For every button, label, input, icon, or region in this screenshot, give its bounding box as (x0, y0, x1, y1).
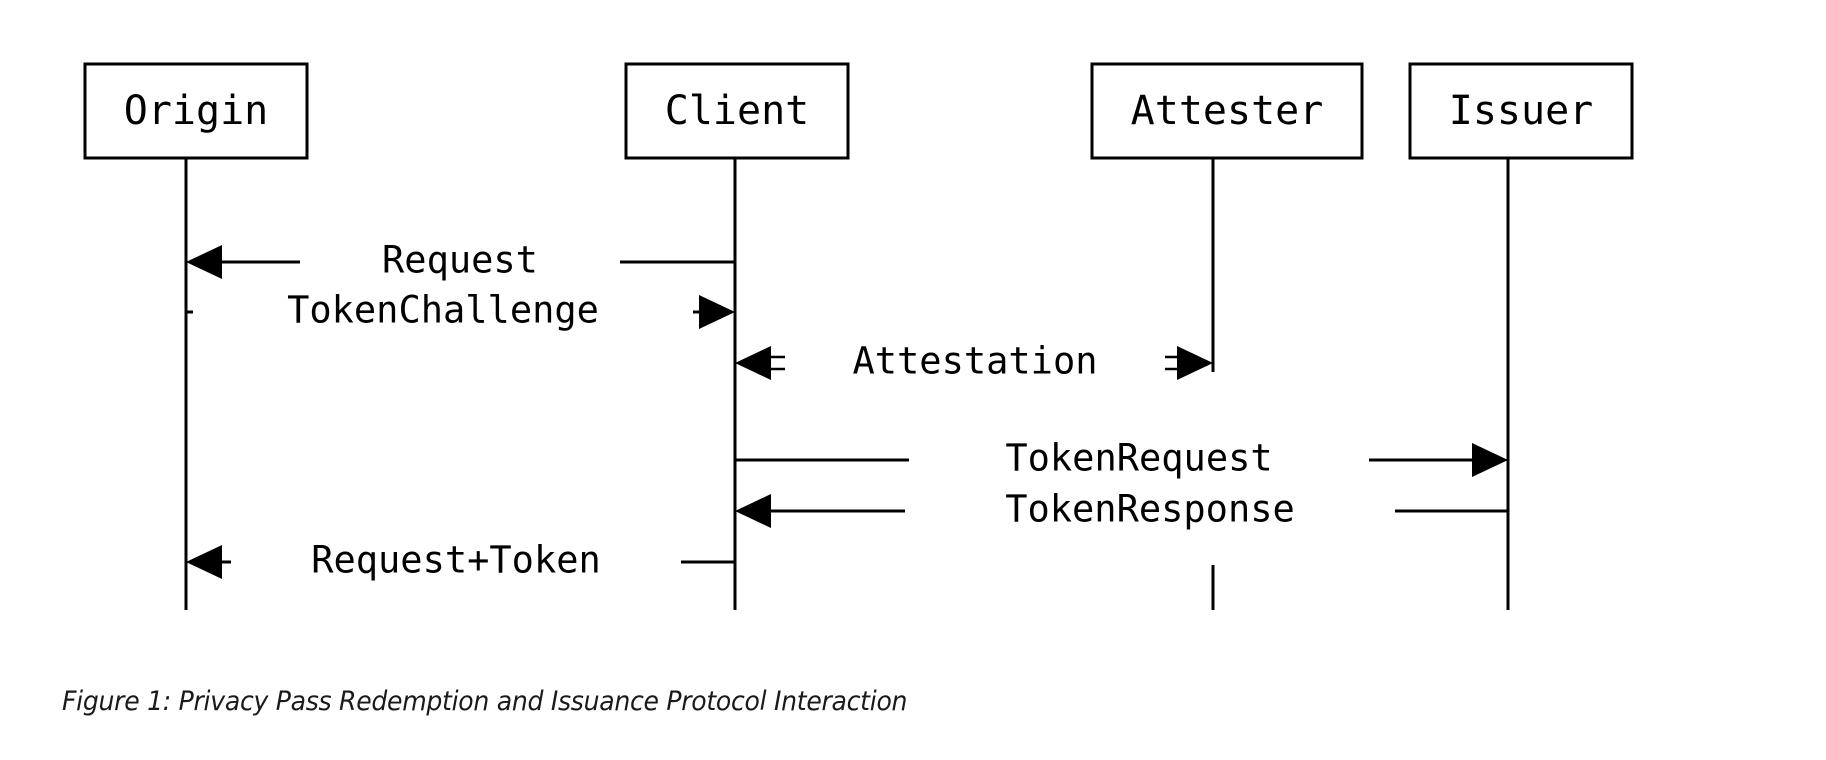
actor-label-client: Client (665, 88, 810, 134)
message-request-token[interactable]: Request+Token (186, 539, 735, 582)
figure-caption: Figure 1: Privacy Pass Redemption and Is… (62, 686, 908, 717)
actor-box-origin[interactable]: Origin (83, 62, 309, 160)
message-token-challenge[interactable]: TokenChallenge (186, 289, 735, 332)
actor-box-rect-attester (1090, 62, 1364, 160)
message-label-token-response: TokenResponse (1005, 488, 1295, 531)
message-token-response[interactable]: TokenResponse (735, 488, 1508, 531)
actor-label-attester: Attester (1131, 88, 1324, 134)
actor-box-issuer[interactable]: Issuer (1408, 62, 1634, 160)
message-request[interactable]: Request (186, 239, 735, 282)
actor-label-issuer: Issuer (1449, 88, 1594, 134)
lifelines-layer (184, 158, 1510, 610)
actor-box-rect-origin (83, 62, 309, 160)
actors-layer: Origin Client Attester Issuer (83, 62, 1634, 160)
message-label-request: Request (382, 239, 538, 282)
sequence-diagram: RequestTokenChallengeAttestationTokenReq… (83, 62, 1634, 610)
actor-label-origin: Origin (124, 88, 269, 134)
message-label-token-challenge: TokenChallenge (287, 289, 599, 332)
actor-box-client[interactable]: Client (624, 62, 850, 160)
actor-box-rect-issuer (1408, 62, 1634, 160)
messages-layer: RequestTokenChallengeAttestationTokenReq… (186, 239, 1508, 582)
actor-box-rect-client (624, 62, 850, 160)
message-label-request-token: Request+Token (311, 539, 601, 582)
message-attestation[interactable]: Attestation (735, 340, 1213, 383)
actor-box-attester[interactable]: Attester (1090, 62, 1364, 160)
message-token-request[interactable]: TokenRequest (735, 437, 1508, 480)
message-label-token-request: TokenRequest (1005, 437, 1272, 480)
message-label-attestation: Attestation (852, 340, 1097, 383)
